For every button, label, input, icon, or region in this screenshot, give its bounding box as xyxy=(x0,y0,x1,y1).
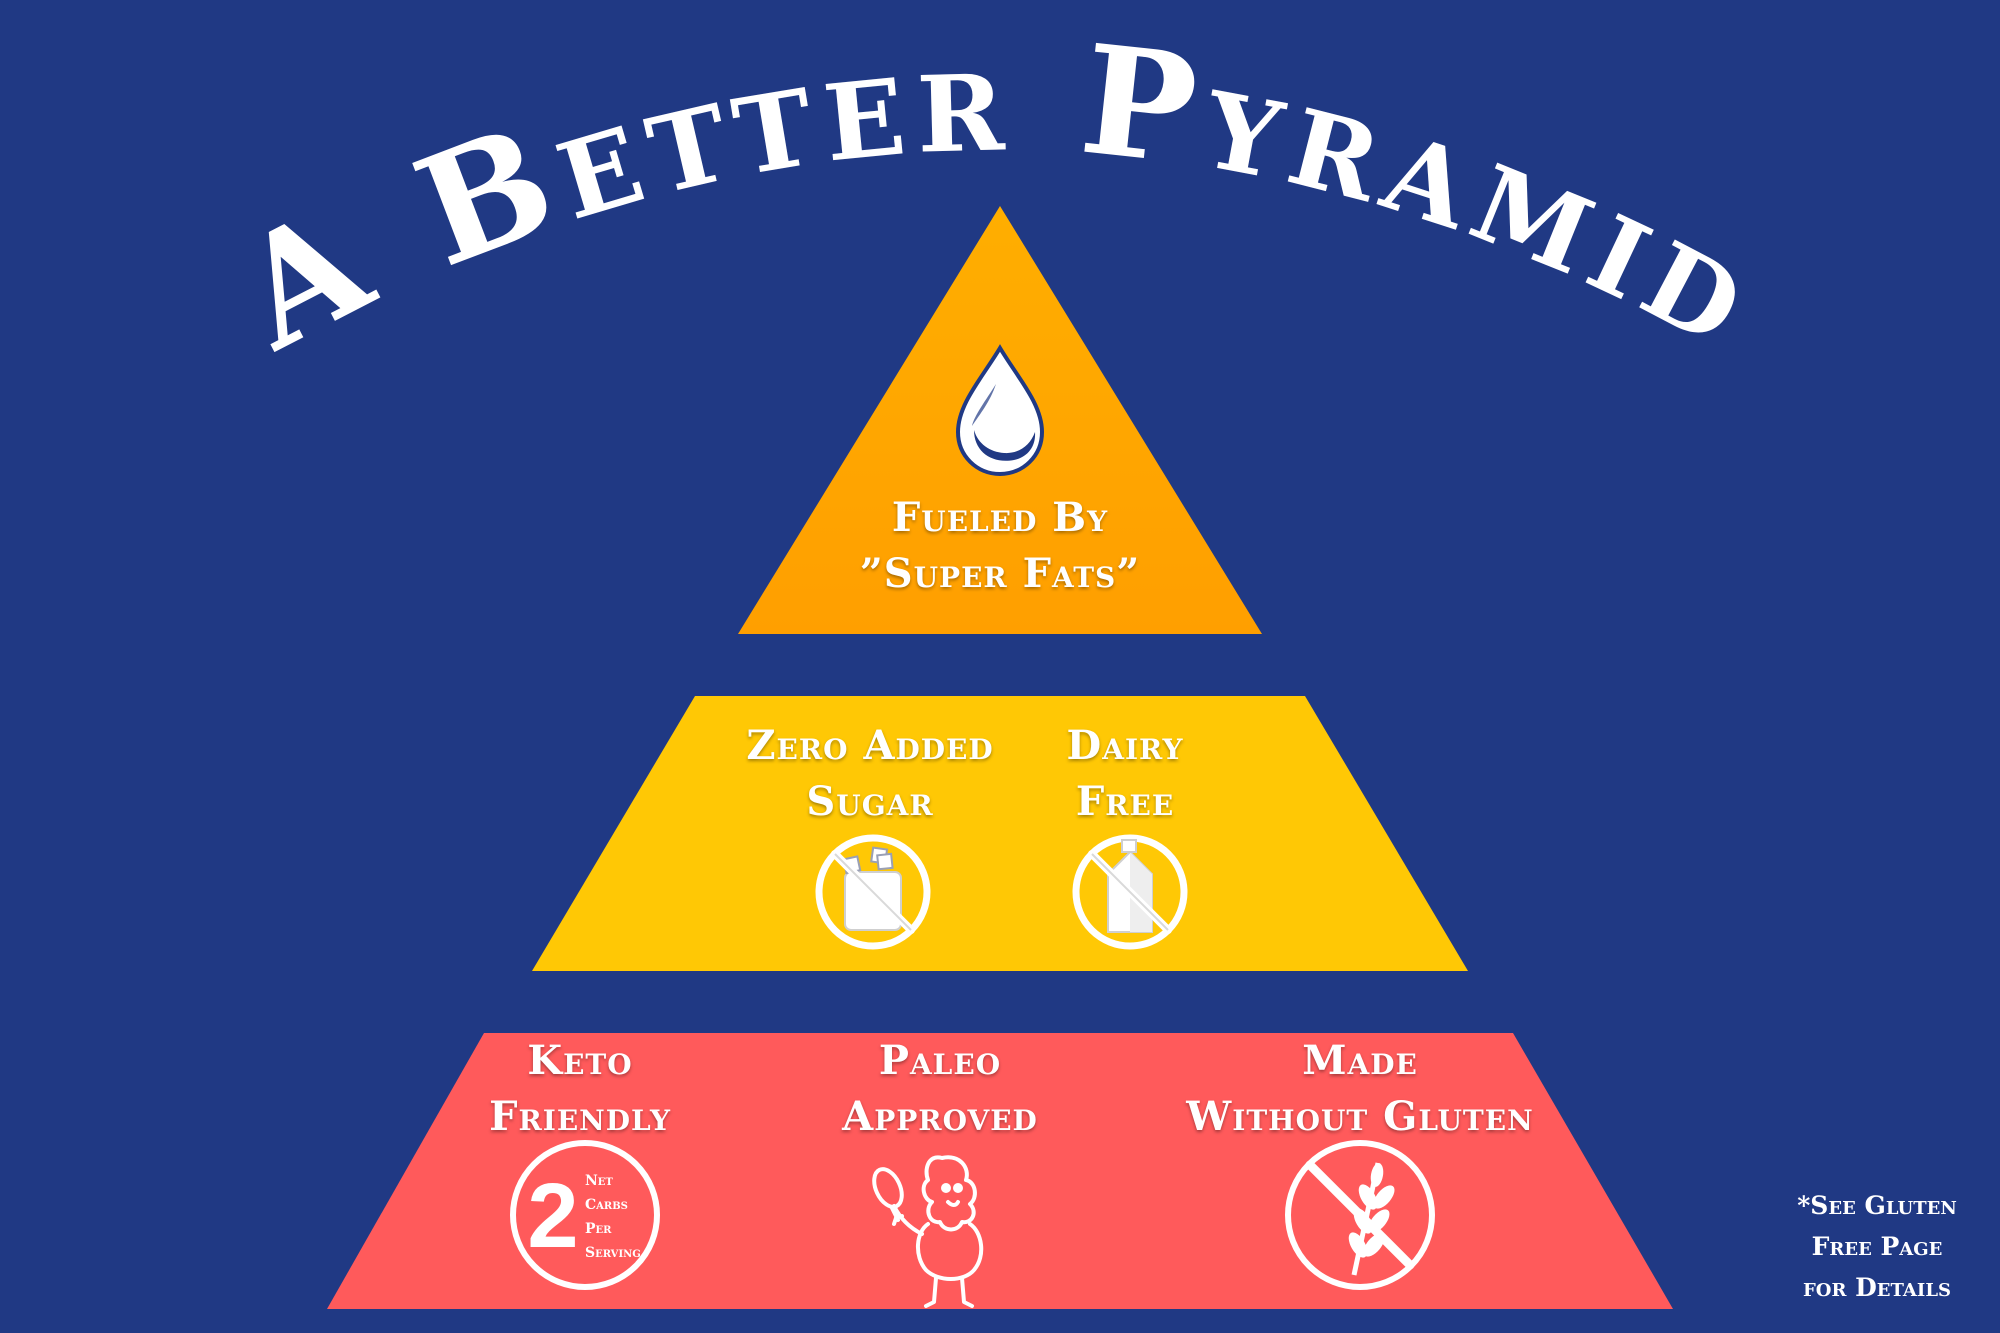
made-without-gluten-label: Made Without Gluten xyxy=(1170,1033,1550,1145)
top-tier-line: ”Super Fats” xyxy=(859,550,1141,597)
footnote-line: *See Gluten xyxy=(1797,1191,1957,1220)
footnote-line: Free Page xyxy=(1811,1232,1943,1261)
paleo-approved-label: Paleo Approved xyxy=(810,1033,1070,1145)
net-carbs-badge-icon: 2 Net Carbs Per Serving xyxy=(510,1140,660,1290)
badge-word: Carbs xyxy=(585,1197,628,1213)
label-line: Sugar xyxy=(806,778,934,825)
label-line: Keto xyxy=(527,1037,633,1084)
oil-drop-icon xyxy=(955,344,1045,477)
label-line: Free xyxy=(1075,778,1175,825)
badge-word: Serving xyxy=(585,1245,641,1261)
label-line: Friendly xyxy=(489,1093,671,1140)
footnote-line: for Details xyxy=(1803,1273,1951,1302)
pyramid-middle-tier xyxy=(532,696,1468,971)
label-line: Made xyxy=(1302,1037,1418,1084)
badge-word: Net xyxy=(585,1173,613,1189)
dairy-free-label: Dairy Free xyxy=(1010,718,1240,830)
no-wheat-icon xyxy=(1285,1140,1435,1290)
caveman-icon xyxy=(872,1155,984,1308)
keto-friendly-label: Keto Friendly xyxy=(460,1033,700,1145)
label-line: Approved xyxy=(842,1093,1038,1140)
pyramid-bottom-tier xyxy=(327,1033,1673,1309)
label-line: Without Gluten xyxy=(1186,1093,1534,1140)
zero-added-sugar-label: Zero Added Sugar xyxy=(720,718,1020,830)
label-line: Dairy xyxy=(1066,722,1184,769)
top-tier-line: Fueled By xyxy=(891,494,1109,541)
top-tier-label: Fueled By ”Super Fats” xyxy=(800,490,1200,602)
badge-word: Per xyxy=(585,1221,612,1237)
label-line: Paleo xyxy=(878,1037,1002,1084)
no-sugar-icon xyxy=(815,834,931,950)
label-line: Zero Added xyxy=(746,722,994,769)
no-dairy-icon xyxy=(1072,834,1188,950)
gluten-footnote: *See Gluten Free Page for Details xyxy=(1782,1185,1972,1308)
badge-number: 2 xyxy=(527,1165,578,1267)
